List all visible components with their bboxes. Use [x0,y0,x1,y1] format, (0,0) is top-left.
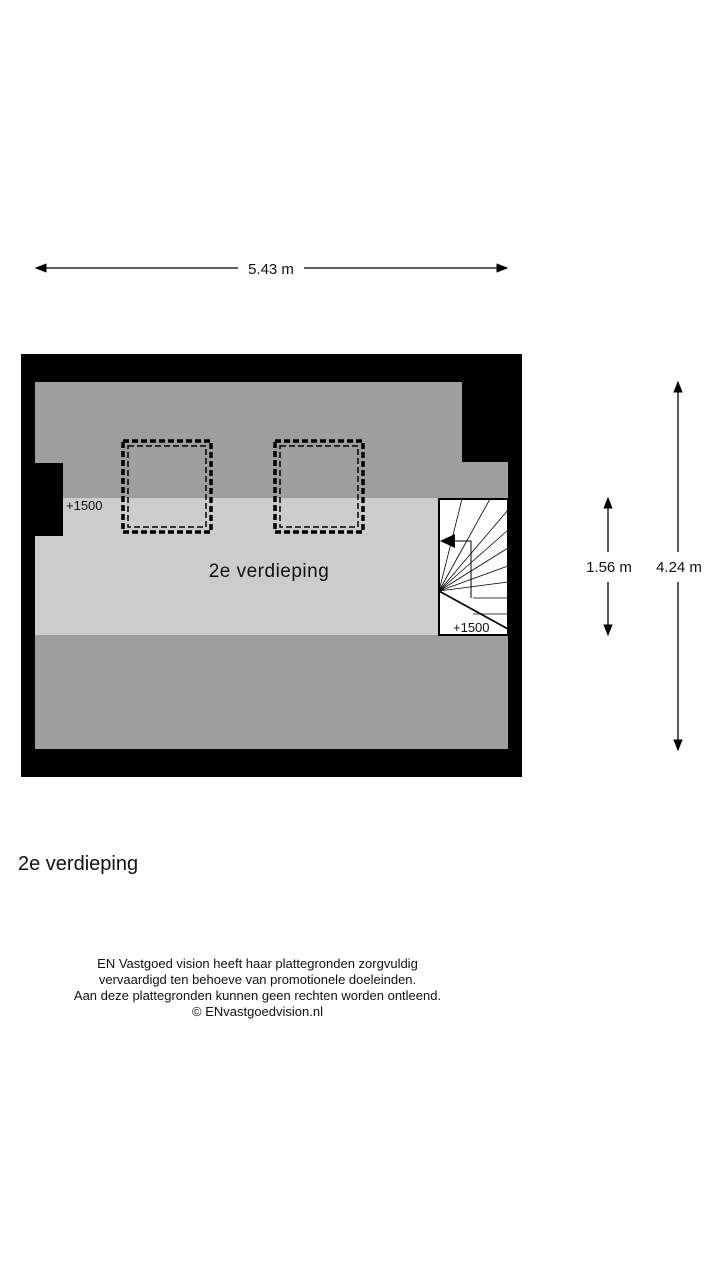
level-label-left: +1500 [66,498,103,513]
height-label: 4.24 m [656,559,702,576]
skylight-left [121,439,213,534]
staircase [438,498,509,636]
room-floor [35,382,508,749]
skylight-right [273,439,365,534]
stair-direction-arrow-icon [440,534,455,548]
disclaimer-line: Aan deze plattegronden kunnen geen recht… [73,988,442,1003]
inner-height-label: 1.56 m [586,559,632,576]
height-dimension: 4.24 m [656,380,702,752]
chimney-block [21,463,63,536]
width-label: 5.43 m [248,261,294,278]
disclaimer-line: EN Vastgoed vision heeft haar plattegron… [97,956,418,971]
disclaimer: EN Vastgoed vision heeft haar plattegron… [40,956,475,1020]
floor-title: 2e verdieping [18,853,139,875]
level-label-stair: +1500 [453,620,490,635]
width-dimension: 5.43 m [34,261,509,278]
room-name: 2e verdieping [209,561,330,582]
disclaimer-line: vervaardigd ten behoeve van promotionele… [98,972,417,987]
inner-height-dimension: 1.56 m [586,496,632,637]
copyright-line: © ENvastgoedvision.nl [192,1004,323,1019]
floorplan: 5.43 m [21,261,702,777]
